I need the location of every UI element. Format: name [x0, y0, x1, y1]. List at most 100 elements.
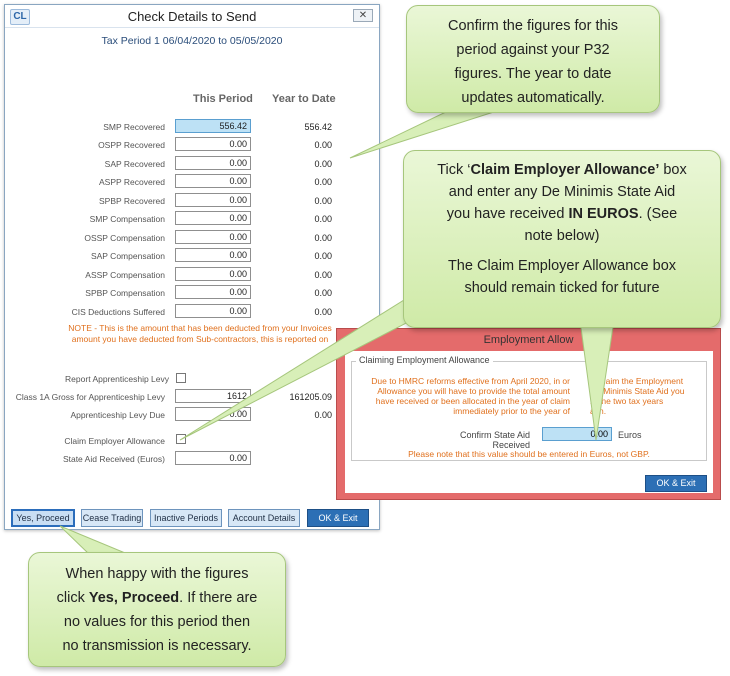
callout-text: click — [56, 590, 89, 606]
callout-line: updates automatically. — [461, 90, 605, 106]
ossp-compensation-input[interactable]: 0.00 — [175, 230, 251, 244]
callout-bold: Claim Employer Allowance’ — [470, 162, 660, 178]
group-label: Claiming Employment Allowance — [356, 355, 493, 365]
aspp-recovered-input[interactable]: 0.00 — [175, 174, 251, 188]
row-label: SPBP Recovered — [99, 196, 165, 206]
check-details-dialog: CL Check Details to Send ✕ Tax Period 1 … — [4, 4, 380, 530]
euros-warning: Please note that this value should be en… — [408, 449, 650, 459]
assp-compensation-input[interactable]: 0.00 — [175, 267, 251, 281]
state-aid-input[interactable]: 0.00 — [175, 451, 251, 465]
row-label: SMP Recovered — [103, 122, 165, 132]
info-line: in the two tax years — [590, 396, 664, 406]
cis-note-line: amount you have deducted from Sub-contra… — [71, 334, 329, 344]
title-bar: CL Check Details to Send ✕ — [5, 5, 379, 28]
info-line: Due to HMRC reforms effective from April… — [371, 376, 570, 386]
sap-recovered-input[interactable]: 0.00 — [175, 156, 251, 170]
app-logo-icon: CL — [10, 9, 30, 25]
row-label: SAP Compensation — [90, 251, 165, 261]
callout-bold: IN EUROS — [568, 206, 639, 222]
spbp-recovered-input[interactable]: 0.00 — [175, 193, 251, 207]
ok-exit-button[interactable]: OK & Exit — [307, 509, 369, 527]
smp-compensation-input[interactable]: 0.00 — [175, 211, 251, 225]
callout-line: Confirm the figures for this — [447, 18, 619, 34]
close-icon[interactable]: ✕ — [353, 9, 373, 22]
row-label: CIS Deductions Suffered — [71, 307, 165, 317]
class1a-ytd: 161205.09 — [289, 392, 332, 402]
row-label: OSPP Recovered — [98, 140, 165, 150]
callout-text: Tick ‘ — [437, 162, 471, 178]
report-levy-checkbox[interactable] — [176, 373, 186, 383]
info-line: De Minimis State Aid you — [590, 386, 685, 396]
ospp-recovered-input[interactable]: 0.00 — [175, 137, 251, 151]
callout-spacer — [404, 247, 720, 255]
row-ytd: 0.00 — [314, 307, 332, 317]
info-line: to claim the Employment — [590, 376, 684, 386]
callout-line: click Yes, Proceed. If there are — [29, 586, 285, 610]
callout-bold: Yes, Proceed — [88, 590, 180, 606]
callout-line: Tick ‘Claim Employer Allowance’ box — [404, 159, 720, 181]
row-ytd: 556.42 — [304, 122, 332, 132]
info-line: immediately prior to the year of — [453, 406, 570, 416]
dialog-title: Check Details to Send — [127, 9, 257, 24]
callout-line: and enter any De Minimis State Aid — [448, 184, 676, 200]
row-ytd: 0.00 — [314, 140, 332, 150]
row-ytd: 0.00 — [314, 159, 332, 169]
callout-text: box — [659, 162, 687, 178]
tax-period-label: Tax Period 1 06/04/2020 to 05/05/2020 — [101, 35, 283, 47]
employment-allowance-title: Employment Allow — [483, 334, 574, 346]
callout-line: period against your P32 — [456, 42, 610, 58]
callout-line: you have received IN EUROS. (See — [404, 203, 720, 225]
row-label: OSSP Compensation — [84, 233, 165, 243]
row-ytd: 0.00 — [314, 214, 332, 224]
year-to-date-header: Year to Date — [272, 93, 336, 105]
employment-allowance-panel: Claiming Employment Allowance Due to HMR… — [345, 351, 713, 493]
callout-line: figures. The year to date — [454, 66, 612, 82]
sap-compensation-input[interactable]: 0.00 — [175, 248, 251, 262]
confirm-state-aid-label: Confirm State Aid Received — [459, 430, 530, 450]
levy-due-label: Apprenticeship Levy Due — [70, 410, 165, 420]
currency-label: Euros — [618, 430, 642, 440]
bottom-callout-pointer — [59, 525, 131, 556]
row-ytd: 0.00 — [314, 288, 332, 298]
callout-line: no values for this period then — [63, 614, 251, 630]
callout-text: . (See — [638, 206, 678, 222]
callout-text: . If there are — [179, 590, 258, 606]
allowance-ok-exit-button[interactable]: OK & Exit — [645, 475, 707, 492]
callout-line: The Claim Employer Allowance box — [447, 258, 677, 274]
row-ytd: 0.00 — [314, 177, 332, 187]
employment-allowance-dialog: Employment Allow Claiming Employment All… — [336, 328, 721, 500]
row-label: ASPP Recovered — [99, 177, 165, 187]
callout-line: no transmission is necessary. — [62, 638, 252, 654]
callout-text: you have received — [446, 206, 569, 222]
row-ytd: 0.00 — [314, 233, 332, 243]
info-line: have received or been allocated in the y… — [375, 396, 570, 406]
callout-line: should remain ticked for future — [464, 280, 660, 296]
this-period-header: This Period — [193, 93, 253, 105]
claim-allowance-label: Claim Employer Allowance — [64, 436, 165, 446]
info-line: Allowance you will have to provide the t… — [377, 386, 570, 396]
proceed-callout: When happy with the figures click Yes, P… — [28, 552, 286, 667]
report-levy-label: Report Apprenticeship Levy — [65, 374, 169, 384]
row-label: SPBP Compensation — [85, 288, 165, 298]
callout-line: When happy with the figures — [65, 566, 249, 582]
cis-deductions-input[interactable]: 0.00 — [175, 304, 251, 318]
cis-note: NOTE - This is the amount that has been … — [25, 323, 375, 345]
state-aid-label: State Aid Received (Euros) — [62, 454, 165, 464]
row-ytd: 0.00 — [314, 270, 332, 280]
smp-recovered-input[interactable]: 556.42 — [175, 119, 251, 133]
row-label: ASSP Compensation — [85, 270, 165, 280]
spbp-compensation-input[interactable]: 0.00 — [175, 285, 251, 299]
row-label: SAP Recovered — [104, 159, 165, 169]
account-details-button[interactable]: Account Details — [228, 509, 300, 527]
row-ytd: 0.00 — [314, 251, 332, 261]
inactive-periods-button[interactable]: Inactive Periods — [150, 509, 222, 527]
callout-line: note below) — [524, 228, 600, 244]
class1a-label: Class 1A Gross for Apprenticeship Levy — [15, 392, 165, 402]
levy-due-ytd: 0.00 — [314, 410, 332, 420]
allowance-callout: Tick ‘Claim Employer Allowance’ box and … — [403, 150, 721, 328]
allowance-info-left: Due to HMRC reforms effective from April… — [370, 376, 570, 416]
cease-trading-button[interactable]: Cease Trading — [81, 509, 143, 527]
right-callout-pointer-down — [579, 319, 615, 441]
yes-proceed-button[interactable]: Yes, Proceed — [11, 509, 75, 527]
